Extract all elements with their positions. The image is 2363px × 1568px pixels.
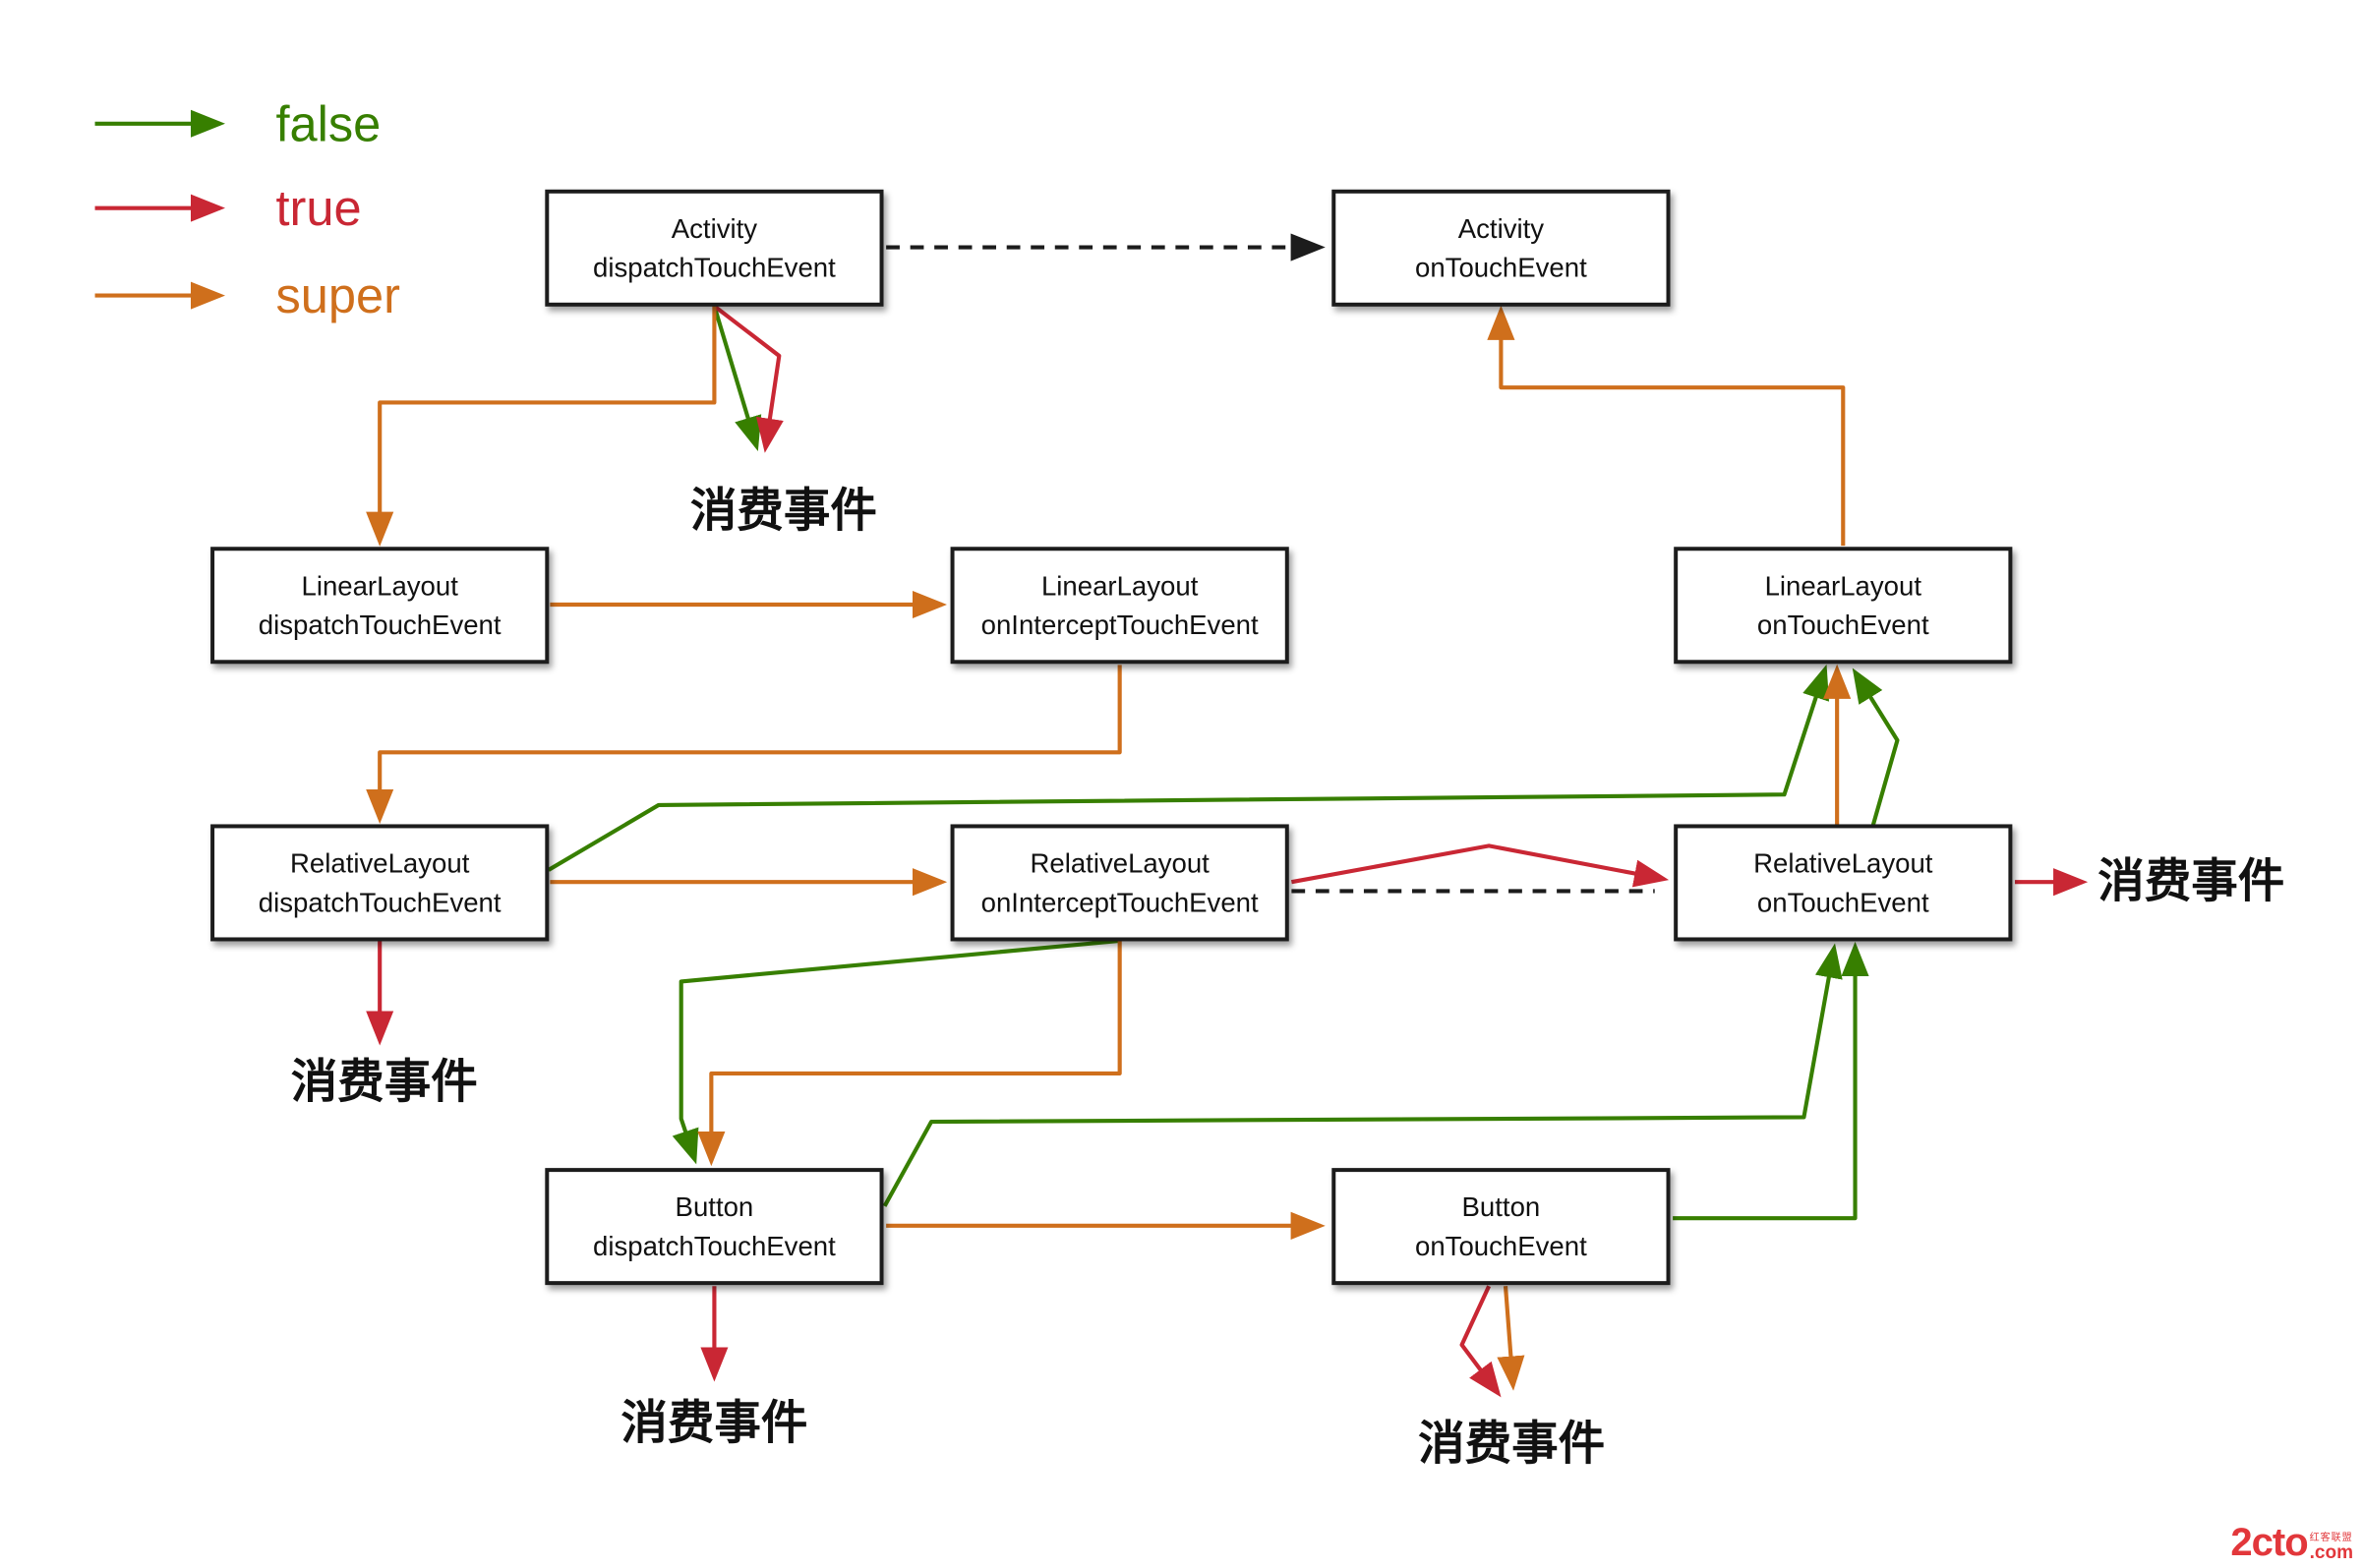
edge-btn-ontouch-false-to-rl-ontouch [1673, 941, 1869, 1221]
edge-activity-dispatch-consume-false [712, 305, 762, 452]
edge-rl-intercept-super-to-btn-dispatch [697, 941, 1122, 1167]
node-subtitle: dispatchTouchEvent [259, 887, 502, 917]
edge-btn-ontouch-consume-true [1459, 1285, 1502, 1398]
edge-rl-intercept-true-to-rl-ontouch [1291, 843, 1670, 888]
node-subtitle: onInterceptTouchEvent [981, 610, 1259, 640]
watermark-brand: 2cto [2230, 1521, 2308, 1564]
node-button-ontouch: Button onTouchEvent [1331, 1168, 1671, 1286]
node-subtitle: dispatchTouchEvent [593, 1231, 836, 1261]
node-button-dispatch: Button dispatchTouchEvent [545, 1168, 884, 1286]
node-subtitle: dispatchTouchEvent [593, 253, 836, 283]
label-consume-btn-ontouch: 消费事件 [1418, 1419, 1605, 1471]
edge-btn-ontouch-consume-super [1497, 1286, 1525, 1391]
node-title: Activity [672, 213, 758, 244]
node-box [545, 1168, 884, 1286]
edge-activity-dispatch-consume-true [713, 304, 784, 453]
node-relativelayout-ontouch: RelativeLayout onTouchEvent [1674, 824, 2013, 942]
node-linearlayout-intercept: LinearLayout onInterceptTouchEvent [950, 547, 1289, 665]
edge-activity-dispatch-super-to-ll-dispatch [366, 306, 717, 547]
node-linearlayout-ontouch: LinearLayout onTouchEvent [1674, 547, 2013, 665]
label-consume-rl-ontouch: 消费事件 [2097, 856, 2284, 908]
node-box [1331, 1168, 1671, 1286]
edge-rl-intercept-false-to-btn-dispatch [672, 938, 1120, 1165]
node-box [1674, 824, 2013, 942]
legend-label-super: super [275, 267, 399, 323]
watermark-2cto-logo: 2cto 红客联盟 .com [2230, 1523, 2353, 1562]
node-subtitle: onTouchEvent [1415, 1231, 1587, 1261]
node-subtitle: onTouchEvent [1757, 610, 1929, 640]
edge-ll-intercept-super-to-rl-dispatch [366, 665, 1122, 825]
legend-label-true: true [275, 180, 361, 236]
edge-ll-ontouch-super-to-activity-ontouch [1487, 305, 1846, 547]
node-title: RelativeLayout [290, 848, 470, 879]
node-title: Activity [1458, 213, 1545, 244]
node-linearlayout-dispatch: LinearLayout dispatchTouchEvent [210, 547, 550, 665]
label-consume-btn-dispatch: 消费事件 [620, 1397, 807, 1449]
node-relativelayout-intercept: RelativeLayout onInterceptTouchEvent [950, 824, 1289, 942]
node-title: LinearLayout [1765, 570, 1922, 601]
node-box [545, 189, 884, 307]
node-subtitle: onTouchEvent [1415, 253, 1587, 283]
node-title: LinearLayout [1041, 570, 1199, 601]
watermark-tagline: 红客联盟 [2309, 1533, 2353, 1543]
node-box [1674, 547, 2013, 665]
node-title: RelativeLayout [1753, 848, 1933, 879]
label-consume-activity-dispatch: 消费事件 [690, 485, 877, 537]
node-title: Button [676, 1191, 754, 1222]
watermark-suffix: .com [2309, 1542, 2353, 1563]
label-consume-rl-dispatch: 消费事件 [291, 1057, 478, 1109]
node-activity-ontouch: Activity onTouchEvent [1331, 189, 1671, 307]
legend: false true super [94, 95, 400, 323]
node-title: RelativeLayout [1030, 848, 1210, 879]
node-box [1331, 189, 1671, 307]
edge-btn-dispatch-false-to-rl-ontouch [882, 943, 1843, 1207]
node-activity-dispatch: Activity dispatchTouchEvent [545, 189, 884, 307]
node-box [950, 824, 1289, 942]
node-subtitle: onTouchEvent [1757, 887, 1929, 917]
node-box [950, 547, 1289, 665]
legend-label-false: false [275, 95, 381, 151]
node-box [210, 824, 550, 942]
node-box [210, 547, 550, 665]
node-title: Button [1462, 1191, 1541, 1222]
node-subtitle: dispatchTouchEvent [259, 610, 502, 640]
node-relativelayout-dispatch: RelativeLayout dispatchTouchEvent [210, 824, 550, 942]
node-subtitle: onInterceptTouchEvent [981, 887, 1259, 917]
node-title: LinearLayout [301, 570, 458, 601]
edge-rl-ontouch-false-to-ll-ontouch [1852, 668, 1900, 826]
edge-rl-dispatch-false-to-ll-ontouch [547, 664, 1830, 872]
